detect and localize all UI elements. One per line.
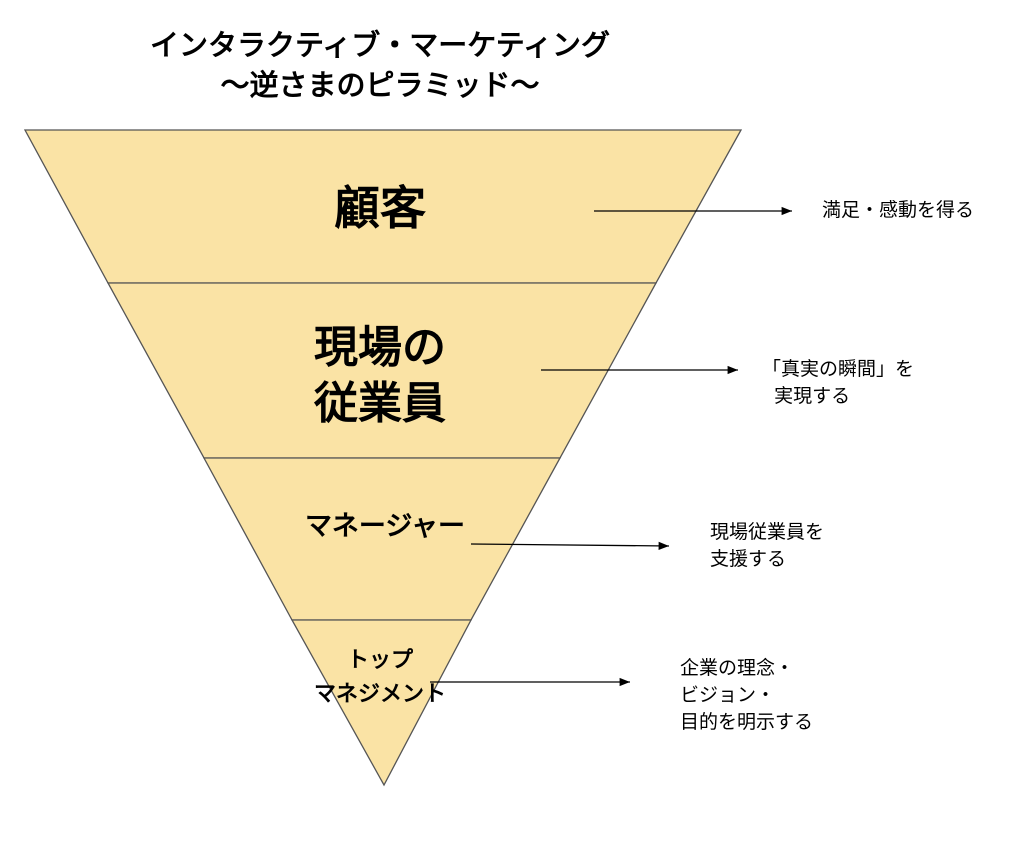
diagram-title-line-1: インタラクティブ・マーケティング bbox=[150, 28, 610, 62]
tier-label-frontline-staff: 現場の 従業員 bbox=[314, 322, 446, 429]
tier-label-customer: 顧客 bbox=[334, 181, 426, 235]
diagram-title-line-2: 〜逆さまのピラミッド〜 bbox=[220, 68, 540, 102]
note-top-management: 企業の理念・ ビジョン・ 目的を明示する bbox=[680, 657, 814, 733]
note-frontline-staff: 「真実の瞬間」を 実現する bbox=[762, 358, 915, 407]
tier-label-manager: マネージャー bbox=[304, 511, 466, 542]
pyramid-tier-4 bbox=[290, 619, 473, 787]
arrow-tier-3 bbox=[470, 541, 670, 551]
note-customer: 満足・感動を得る bbox=[822, 199, 975, 221]
tier-label-top-management: トップ マネジメント bbox=[313, 648, 446, 707]
note-manager: 現場従業員を 支援する bbox=[710, 521, 825, 570]
